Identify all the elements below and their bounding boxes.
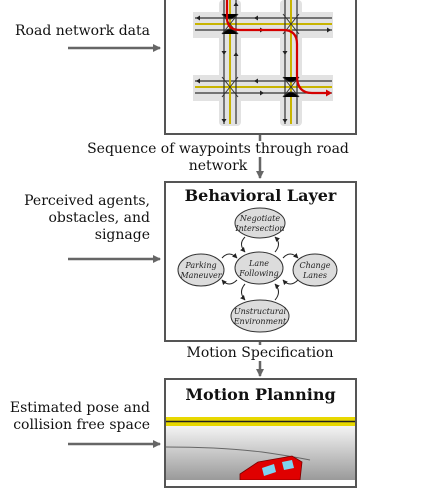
waypoints-label: Sequence of waypoints through road netwo… (87, 141, 349, 174)
perceived-line-3: signage (94, 227, 150, 243)
state-lane-following (234, 251, 284, 285)
change-label-2: Lanes (302, 271, 327, 280)
road-network-map (193, 0, 333, 126)
estimated-pose-label: Estimated pose and collision free space (0, 400, 150, 434)
perceived-line-2: obstacles, and (48, 210, 150, 226)
behavioral-layer-title: Behavioral Layer (184, 186, 337, 205)
lane-label-1: Lane (248, 259, 269, 268)
state-parking-maneuver (177, 253, 225, 287)
state-negotiate-intersection (234, 207, 286, 239)
behavior-state-machine (221, 236, 299, 301)
state-change-lanes (292, 253, 338, 287)
motion-planning-scene (165, 417, 355, 480)
road-network-label: Road network data (15, 23, 150, 39)
change-label-1: Change (299, 261, 330, 270)
estimated-line-2: collision free space (13, 417, 150, 433)
lane-label-2: Following (238, 269, 279, 278)
parking-label-2: Maneuver (179, 271, 222, 280)
negotiate-label-1: Negotiate (239, 214, 280, 223)
perceived-agents-label: Perceived agents, obstacles, and signage (0, 193, 150, 244)
planned-trajectory (165, 446, 311, 461)
negotiate-label-2: Intersection (234, 224, 284, 233)
estimated-line-1: Estimated pose and (9, 400, 150, 416)
unstructured-label-2: Environment (233, 317, 287, 326)
perceived-line-1: Perceived agents, (24, 193, 150, 209)
motion-spec-label: Motion Specification (186, 345, 334, 361)
motion-planning-title: Motion Planning (185, 385, 336, 404)
ego-vehicle (239, 455, 303, 480)
planned-route (225, 0, 330, 95)
route-end-arrowhead (326, 89, 332, 97)
state-unstructured-environment (230, 299, 290, 333)
parking-label-1: Parking (184, 261, 216, 270)
unstructured-label-1: Unstructural (234, 307, 287, 316)
